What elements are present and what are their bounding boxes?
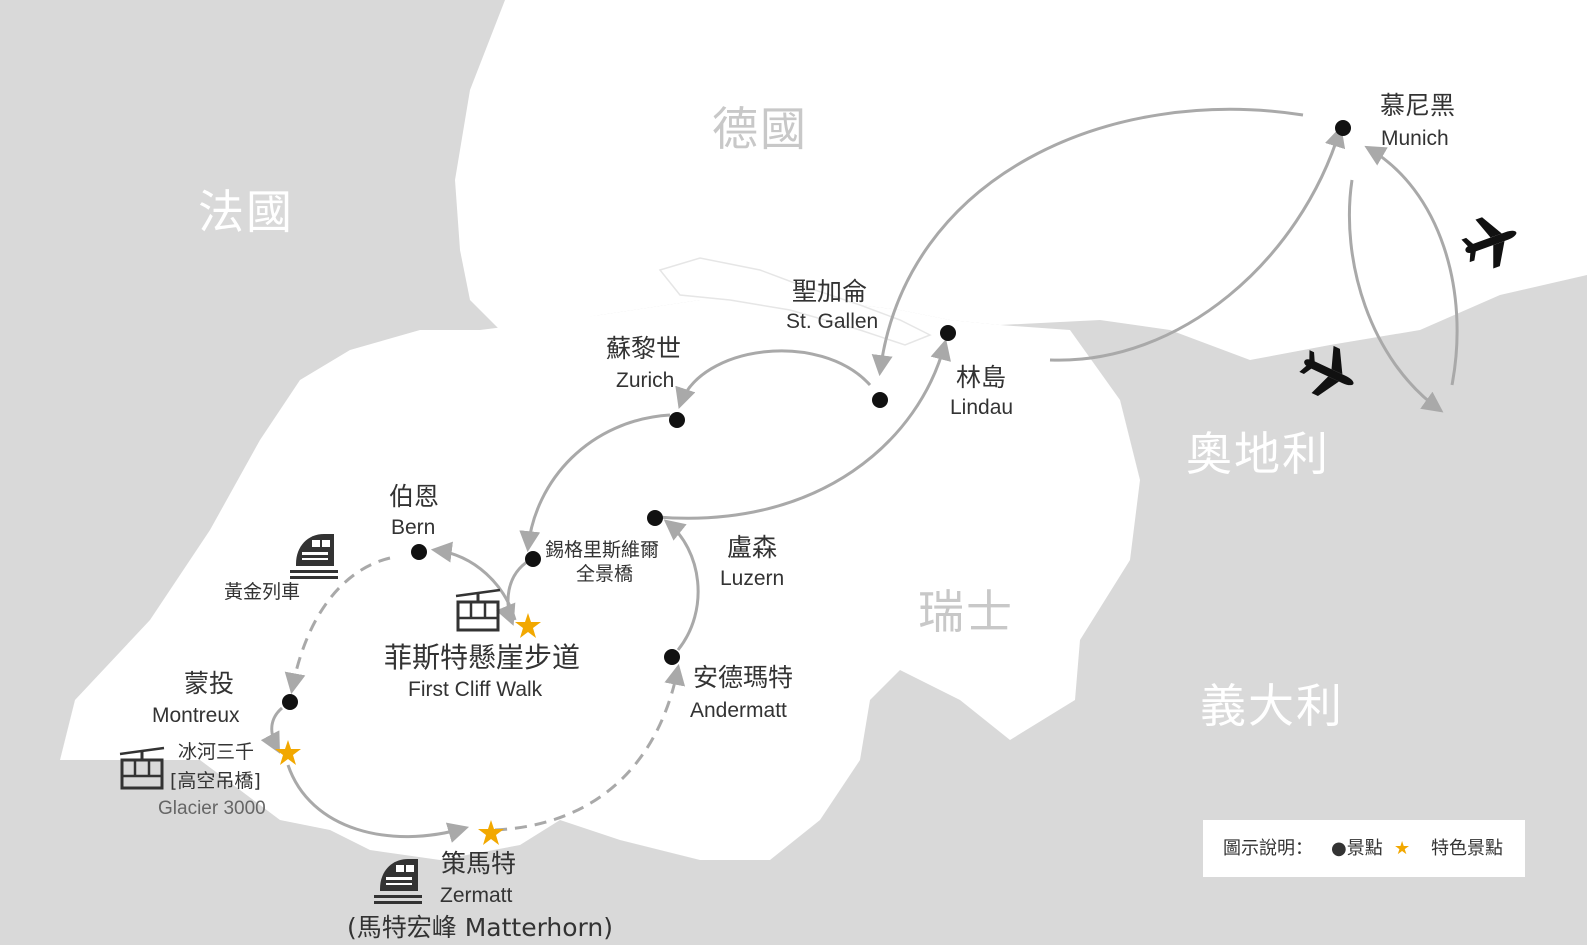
city-stgallen-zh: 聖加侖	[792, 277, 867, 306]
star-first-cliff-walk	[515, 613, 541, 638]
city-andermatt-zh: 安德瑪特	[693, 663, 793, 692]
dot-sigriswil	[525, 551, 541, 567]
cable-car-icon-glacier	[119, 746, 165, 790]
lake-constance	[658, 257, 932, 346]
city-bern-zh: 伯恩	[389, 482, 439, 511]
city-munich-zh: 慕尼黑	[1380, 91, 1455, 120]
star-matterhorn	[478, 820, 504, 845]
country-austria: 奧地利	[1186, 427, 1330, 481]
city-lindau-zh: 林島	[956, 363, 1006, 392]
route-munich-out	[1348, 179, 1444, 413]
route-bern-montreux	[284, 556, 391, 695]
route-montreux-glacier	[260, 706, 284, 754]
route-munich-lindau	[1049, 125, 1346, 362]
route-zurich-sigriswil	[519, 413, 671, 553]
star-glacier3000	[275, 740, 301, 765]
first-cliff-walk-en: First Cliff Walk	[408, 678, 543, 701]
train-icon-zermatt	[374, 859, 422, 904]
route-munich-stgallen	[871, 107, 1304, 377]
train-icon	[290, 534, 338, 579]
legend-star-icon: ★	[1394, 838, 1410, 859]
route-sigriswil-first	[495, 558, 531, 626]
dot-bern	[411, 544, 427, 560]
glacier3000-en: Glacier 3000	[158, 798, 266, 819]
country-italy: 義大利	[1200, 679, 1344, 733]
glacier3000-bracket: [高空吊橋]	[170, 770, 261, 792]
sigriswil-label-2: 全景橋	[576, 563, 633, 585]
city-munich-en: Munich	[1381, 127, 1449, 150]
dot-lindau	[940, 325, 956, 341]
airplane-icon	[1461, 217, 1517, 269]
city-lindau-en: Lindau	[950, 396, 1013, 419]
country-germany: 德國	[712, 102, 808, 156]
city-montreux-en: Montreux	[152, 704, 240, 727]
dot-andermatt	[664, 649, 680, 665]
dot-munich	[1335, 120, 1351, 136]
route-glacier-zermatt	[286, 764, 470, 843]
route-first-bern	[430, 541, 517, 621]
route-andermatt-luzern	[663, 519, 700, 651]
route-zermatt-andermatt	[494, 663, 686, 832]
region-germany	[455, 0, 1587, 360]
route-in-munich	[1364, 145, 1459, 386]
legend-title: 圖示說明：	[1223, 838, 1313, 859]
legend-dot-label: ●景點	[1331, 838, 1383, 859]
city-andermatt-en: Andermatt	[690, 699, 787, 722]
route-lindau-luzern	[656, 338, 951, 520]
golden-pass-label: 黃金列車	[224, 581, 300, 603]
airplane-icon-2	[1299, 345, 1354, 396]
city-montreux-zh: 蒙投	[184, 669, 234, 698]
city-bern-en: Bern	[391, 516, 435, 539]
city-zurich-zh: 蘇黎世	[606, 334, 681, 363]
city-luzern-zh: 盧森	[727, 533, 777, 562]
country-switzerland: 瑞士	[918, 585, 1014, 639]
dot-luzern	[647, 510, 663, 526]
dot-stgallen	[872, 392, 888, 408]
city-stgallen-en: St. Gallen	[786, 310, 878, 333]
sigriswil-label-1: 錫格里斯維爾	[545, 539, 659, 561]
country-france: 法國	[198, 185, 294, 239]
first-cliff-walk-zh: 菲斯特懸崖步道	[384, 641, 580, 674]
legend-star-text: 特色景點	[1431, 838, 1503, 859]
dot-montreux	[282, 694, 298, 710]
glacier3000-zh: 冰河三千	[178, 741, 254, 763]
city-zermatt-zh: 策馬特	[441, 849, 516, 878]
cable-car-icon	[455, 588, 501, 632]
region-switzerland	[60, 300, 1140, 860]
dot-zurich	[669, 412, 685, 428]
legend: 圖示說明： ●景點 ★ 特色景點	[1203, 820, 1525, 877]
city-zermatt-note: (馬特宏峰 Matterhorn)	[347, 913, 613, 942]
city-zurich-en: Zurich	[616, 369, 674, 392]
route-stgallen-zurich	[675, 349, 872, 409]
city-zermatt-en: Zermatt	[440, 884, 513, 907]
city-luzern-en: Luzern	[720, 567, 784, 590]
